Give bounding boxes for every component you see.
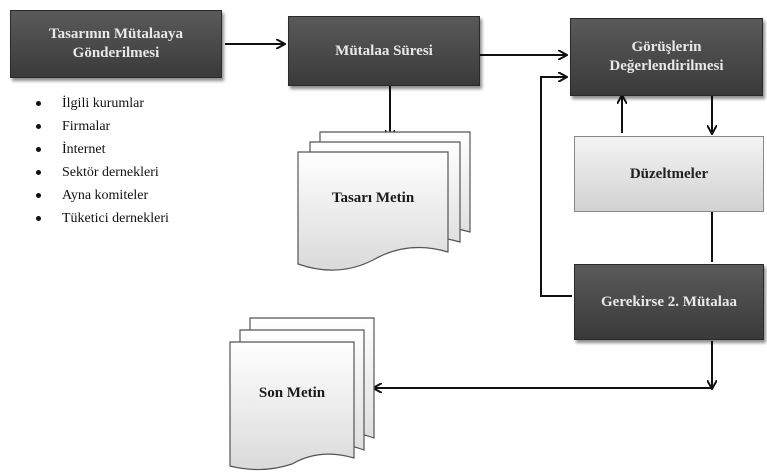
bullet-icon (36, 170, 41, 175)
list-item: Tüketici dernekleri (32, 207, 169, 230)
recipients-list: İlgili kurumlar Firmalar İnternet Sektör… (32, 92, 169, 230)
arrow-feedback-loop (540, 77, 572, 297)
list-item: Ayna komiteler (32, 184, 169, 207)
evaluation-box: Görüşlerin Değerlendirilmesi (570, 18, 763, 96)
bullet-icon (36, 193, 41, 198)
bullet-icon (36, 101, 41, 106)
list-item: Firmalar (32, 115, 169, 138)
bullet-icon (36, 216, 41, 221)
second-review-box: Gerekirse 2. Mütalaa (574, 264, 764, 340)
bullet-icon (36, 124, 41, 129)
send-for-review-box: Tasarının Mütalaaya Gönderilmesi (10, 10, 222, 78)
second-review-label: Gerekirse 2. Mütalaa (601, 293, 737, 310)
send-for-review-label: Tasarının Mütalaaya Gönderilmesi (48, 26, 184, 61)
corrections-label: Düzeltmeler (629, 165, 709, 182)
review-period-box: Mütalaa Süresi (288, 16, 480, 86)
draft-text-label: Tasarı Metin (331, 190, 415, 206)
list-item: İlgili kurumlar (32, 92, 169, 115)
review-period-label: Mütalaa Süresi (335, 42, 433, 59)
final-text-label: Son Metin (258, 385, 326, 401)
bullet-icon (36, 147, 41, 152)
list-item: Sektör dernekleri (32, 161, 169, 184)
draft-document-stack (297, 131, 471, 271)
list-item: İnternet (32, 138, 169, 161)
corrections-box: Düzeltmeler (574, 136, 764, 212)
evaluation-label: Görüşlerin Değerlendirilmesi (609, 39, 724, 74)
final-document-stack (229, 317, 375, 471)
